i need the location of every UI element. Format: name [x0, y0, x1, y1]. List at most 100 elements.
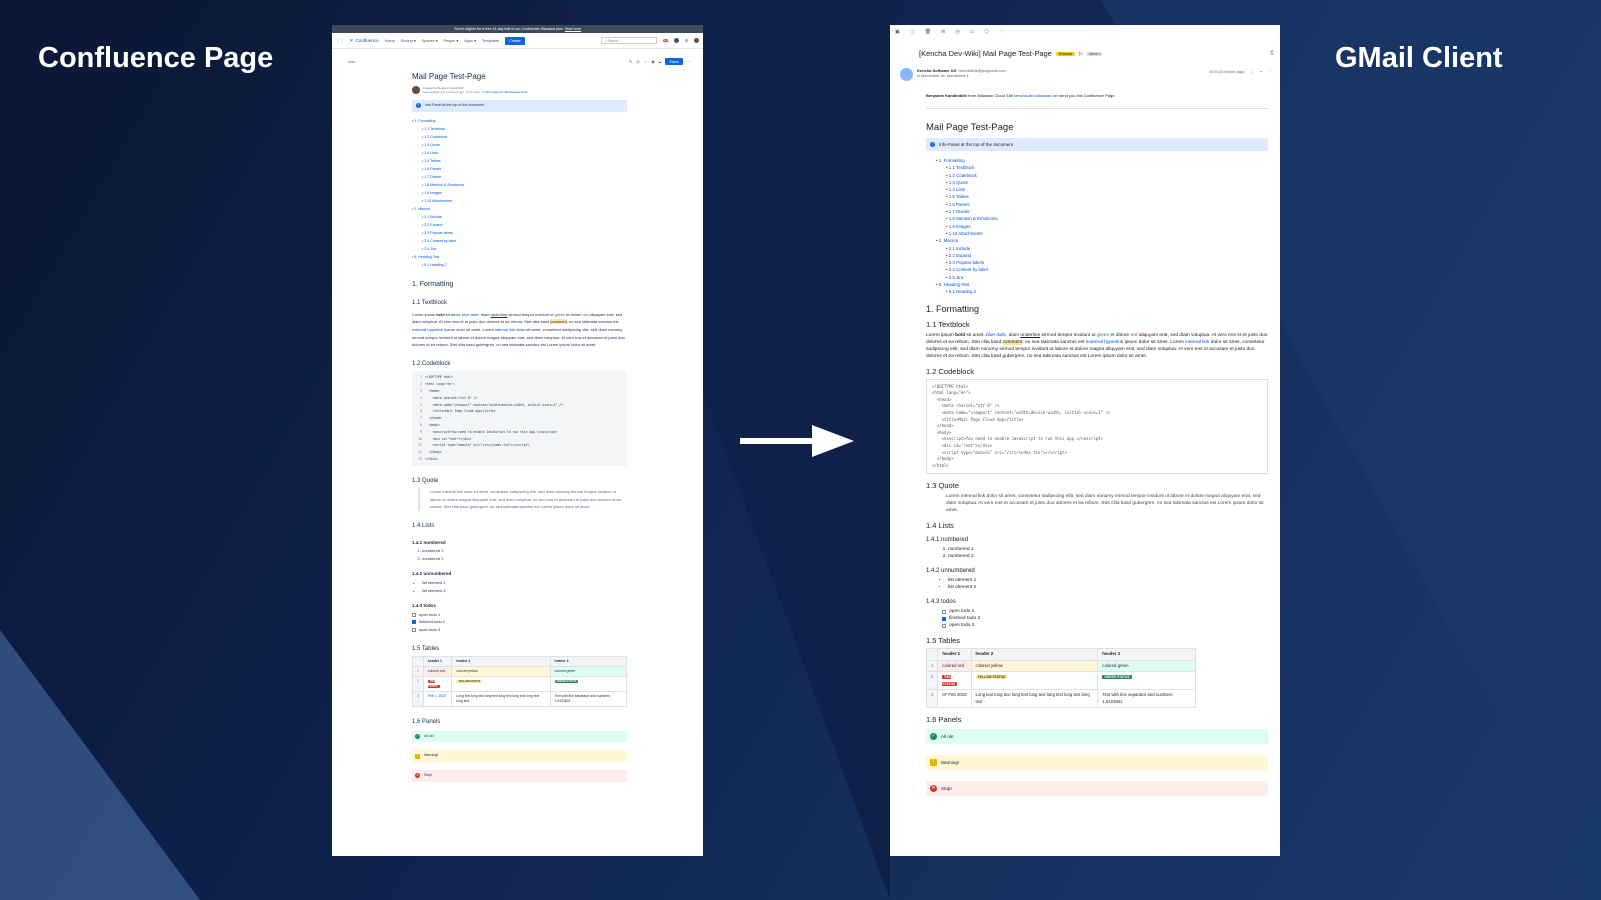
panel-warn: !Warning!	[412, 750, 627, 762]
todo-item: open todo 1	[412, 611, 627, 619]
site-link[interactable]: kencha-dev.atlassian.net	[1014, 93, 1058, 98]
settings-icon[interactable]: ⚙	[684, 39, 688, 43]
toc-link[interactable]: 1.4 Lists	[424, 150, 438, 155]
notification-badge[interactable]: 9+	[662, 39, 668, 42]
move-to-icon[interactable]: ▭	[969, 29, 975, 35]
mark-unread-icon[interactable]: ✉	[941, 29, 946, 35]
toc-link[interactable]: 1.1 Textblock	[948, 165, 975, 171]
print-icon[interactable]: ⎙	[1269, 50, 1274, 56]
hyperlink[interactable]: internal link	[1185, 339, 1210, 345]
toc-link[interactable]: 1.2 Codeblock	[948, 172, 977, 178]
toc-link[interactable]: 1.9 Images	[948, 223, 971, 229]
share-button[interactable]: Share	[665, 58, 683, 65]
star-icon[interactable]: ☆	[1250, 70, 1254, 74]
important-icon[interactable]: ▷	[1079, 50, 1083, 57]
toc-link[interactable]: 1.7 Divider	[948, 209, 970, 215]
todo-checkbox[interactable]	[412, 620, 416, 625]
toc-link[interactable]: 1.6 Panels	[424, 166, 442, 171]
todo-checkbox[interactable]	[412, 612, 416, 617]
toc-link[interactable]: 1. Formatting	[414, 118, 436, 123]
delete-icon[interactable]: 🗑︎	[924, 29, 932, 35]
toc-link[interactable]: 5.1 Heading 2	[424, 262, 447, 267]
nav-home[interactable]: Home	[384, 38, 395, 43]
confluence-logo[interactable]: ✕Confluence	[350, 38, 379, 44]
breadcrumb[interactable]: Main	[348, 60, 356, 64]
help-icon[interactable]	[673, 38, 679, 43]
toc-link[interactable]: 1.1 Textblock	[424, 126, 446, 131]
comment-icon[interactable]: ◎	[636, 59, 640, 64]
nav-spaces[interactable]: Spaces ▾	[421, 39, 438, 43]
line-number: 7	[420, 416, 422, 421]
todo-checkbox[interactable]	[412, 627, 416, 632]
nav-recent[interactable]: Recent ▾	[400, 39, 416, 43]
todo-checkbox[interactable]	[942, 616, 946, 621]
toc-link[interactable]: 1.3 Quote	[424, 142, 441, 147]
hyperlink[interactable]: external hyperlink	[1085, 339, 1124, 345]
star-icon[interactable]: ☆	[643, 59, 648, 64]
toc-link[interactable]: 1.8 Mention & Emoticons	[948, 216, 998, 222]
toc-link[interactable]: 1. Formatting	[938, 158, 965, 163]
app-switcher-icon[interactable]: ⋮⋮	[336, 39, 344, 43]
toc-link[interactable]: 2.4 Content by label	[948, 267, 988, 273]
toc-link[interactable]: 1.10 Attachments	[424, 198, 453, 203]
toc-link[interactable]: 1.8 Mention & Emoticons	[424, 182, 465, 187]
nav-people[interactable]: People ▾	[443, 39, 459, 43]
hyperlink[interactable]: external hyperlink	[412, 326, 444, 332]
more-icon[interactable]: ⋮	[998, 29, 1004, 35]
more-icon[interactable]: ⋯	[687, 59, 691, 64]
nav-apps[interactable]: Apps ▾	[464, 39, 476, 43]
toc-link[interactable]: 2.3 Popular labels	[948, 260, 984, 266]
toc-link[interactable]: 5. Heading-Test	[414, 254, 440, 259]
toc-link[interactable]: 2.2 Expand	[948, 252, 971, 258]
label-icon[interactable]: ⬠	[984, 29, 989, 35]
hyperlink[interactable]: internal link	[494, 326, 516, 332]
create-button[interactable]: Create	[505, 36, 525, 45]
reply-icon[interactable]: ↩	[1259, 70, 1263, 74]
snooze-icon[interactable]: ◷	[955, 29, 960, 35]
toc-link[interactable]: 2.1 Include	[948, 245, 971, 251]
report-spam-icon[interactable]: ⓘ	[909, 29, 915, 36]
toc-link[interactable]: 1.3 Quote	[948, 179, 969, 185]
toc-link[interactable]: 2.1 Include	[424, 214, 442, 219]
edit-icon[interactable]: ✎	[628, 59, 633, 64]
more-icon[interactable]: ⋮	[1268, 70, 1272, 74]
toc-link[interactable]: 2.4 Content by label	[424, 238, 457, 243]
nav-templates[interactable]: Templates	[481, 38, 500, 43]
avatar[interactable]	[694, 38, 699, 43]
toc-link[interactable]: 2.5 Jira	[948, 274, 964, 280]
toc-link[interactable]: 2.3 Popular labels	[424, 230, 454, 235]
inbox-label[interactable]: Inbox ×	[1086, 51, 1103, 56]
search-input[interactable]: ⌕ Search	[600, 37, 657, 44]
send-mail-link[interactable]: ✔ Send page by mail (Development)	[481, 90, 528, 94]
row-number: 2	[412, 676, 424, 693]
toc-link[interactable]: 5.1 Heading 2	[948, 289, 977, 295]
table-cell: Yellow status	[451, 676, 551, 693]
toc-link[interactable]: 2. Macros	[414, 206, 431, 211]
toc-item: 5. Heading-Test5.1 Heading 2	[936, 281, 1268, 296]
archive-icon[interactable]: ▣	[895, 29, 900, 35]
toc-link[interactable]: 2.5 Jira	[424, 246, 437, 251]
watch-icon[interactable]: ◉	[651, 59, 655, 64]
start-now-link[interactable]: Start now!	[564, 27, 582, 31]
toc-link[interactable]: 2. Macros	[938, 238, 959, 244]
trial-banner: You're eligible for a free 14-day trial …	[332, 25, 703, 33]
toc-link[interactable]: 5. Heading-Test	[938, 282, 970, 288]
toc-link[interactable]: 1.9 Images	[424, 190, 443, 195]
toc-link[interactable]: 1.2 Codeblock	[424, 134, 448, 139]
restrictions-icon[interactable]: 🔓︎	[658, 59, 662, 64]
todo-checkbox[interactable]	[942, 609, 946, 614]
toc-link[interactable]: 1.7 Divider	[424, 174, 442, 179]
text-run: sit amet,	[965, 332, 986, 338]
toc-link[interactable]: 1.10 Attachments	[948, 230, 983, 236]
todo-checkbox[interactable]	[942, 623, 946, 628]
table-cell: colored green	[1097, 659, 1196, 673]
toc-link[interactable]: 1.5 Tables	[424, 158, 441, 163]
toc-link[interactable]: 1.5 Tables	[948, 194, 969, 200]
recipients-dropdown[interactable]: to bkendinibilr, bk, bkendinibilir ▾	[917, 74, 969, 78]
table-header-cell: header 2	[970, 648, 1099, 661]
toc-link[interactable]: 1.6 Panels	[948, 201, 970, 207]
toc-link[interactable]: 1.4 Lists	[948, 187, 966, 193]
toc-link[interactable]: 2.2 Expand	[424, 222, 443, 227]
line-number: 3	[420, 388, 422, 393]
